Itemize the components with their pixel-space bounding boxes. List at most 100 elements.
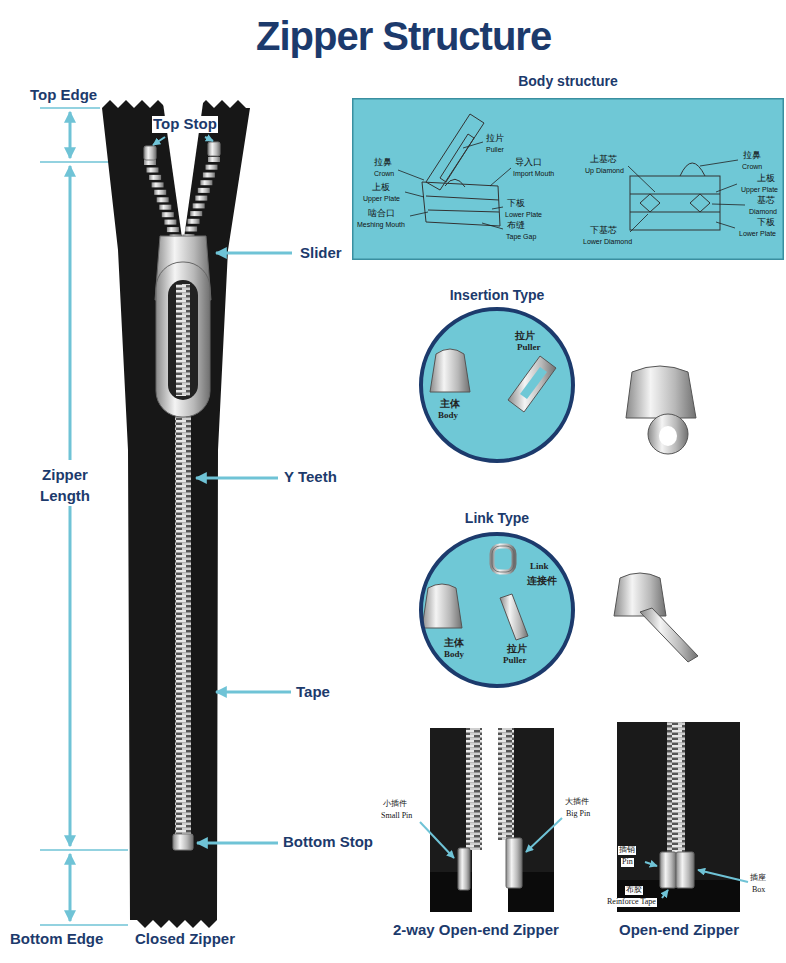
panel-fill [352, 98, 784, 260]
zipper-tape [102, 100, 250, 928]
node-outline [412, 307, 582, 466]
part-label: Puller [486, 146, 504, 154]
part-label: Lower Diamond [583, 238, 632, 246]
part-label: Link [530, 562, 549, 572]
callout-arrows [153, 137, 292, 843]
puller-hole [168, 280, 198, 400]
leader-lines [398, 142, 745, 232]
zipper-tooth [188, 219, 200, 224]
part-label: Pin [621, 858, 634, 867]
dimension-lines [40, 108, 128, 925]
zipper-tooth [159, 205, 171, 210]
part-label: Slider [300, 245, 342, 262]
top-stop [144, 146, 156, 160]
node-outline [412, 532, 582, 690]
part-label: Body [444, 650, 464, 660]
zipper-tooth [147, 168, 159, 173]
body-structure-panel: Body structure [352, 74, 784, 260]
node-outline [352, 98, 784, 260]
part-label: Top Edge [30, 87, 97, 104]
part-label: Tape [296, 684, 330, 701]
zipper-tooth [157, 197, 169, 202]
part-label: Tape Gap [506, 233, 536, 241]
zipper-teeth [176, 284, 190, 396]
part-label: 拉片 [486, 134, 504, 144]
part-label: 上基芯 [590, 155, 617, 165]
part-label: Bottom Edge [10, 931, 103, 948]
zipper-tooth [206, 165, 218, 170]
section-heading: Link Type [412, 511, 582, 526]
zipper-tooth [144, 160, 156, 165]
part-label: Upper Plate [741, 186, 778, 194]
part-label: 上板 [372, 183, 390, 193]
zipper-tooth [164, 220, 176, 225]
zipper-tooth [154, 190, 166, 195]
link-slider [422, 546, 698, 662]
part-label: Zipper Length [34, 464, 96, 506]
part-label: 布缝 [507, 221, 525, 231]
part-label: Diamond [749, 208, 777, 216]
part-label: 大插件 [565, 798, 589, 807]
part-label: Puller [503, 656, 527, 666]
part-label: Puller [517, 343, 541, 353]
zipper-tooth [149, 175, 161, 180]
zipper-tooth [167, 227, 179, 232]
slider-sketch [422, 114, 720, 230]
circle-border [421, 309, 573, 461]
section-heading: Insertion Type [412, 288, 582, 303]
circle-border [421, 534, 573, 686]
closed-zipper [102, 96, 250, 928]
part-label: 插销 [618, 846, 636, 855]
part-label: Small Pin [381, 812, 412, 821]
part-label: Y Teeth [284, 469, 337, 486]
callout-arrows [420, 818, 748, 898]
part-label: 小插件 [383, 800, 407, 809]
part-label: Upper Plate [363, 195, 400, 203]
part-label: Open-end Zipper [619, 922, 739, 939]
part-label: Reinforce Tape [606, 898, 657, 907]
zipper-tooth [185, 227, 197, 232]
part-label: 导入口 [515, 158, 542, 168]
open-end-zipper [617, 722, 740, 912]
part-label: 拉片 [515, 330, 535, 341]
zipper-tooth [208, 157, 220, 162]
part-label: Lower Plate [739, 230, 776, 238]
part-label: Big Pin [566, 810, 590, 819]
part-label: 拉片 [507, 643, 527, 654]
part-label: 下基芯 [590, 226, 617, 236]
zipper-teeth [175, 245, 191, 837]
zipper-tooth [203, 173, 215, 178]
part-label: 基芯 [757, 196, 775, 206]
section-heading: Body structure [352, 74, 784, 89]
part-label: 拉鼻 [374, 158, 392, 168]
part-label: 布胶 [625, 886, 643, 895]
zipper-tooth [200, 180, 212, 185]
part-label: 上板 [757, 174, 775, 184]
part-label: 下板 [757, 218, 775, 228]
panel-border [353, 99, 784, 260]
title: Zipper Structure [256, 14, 551, 58]
part-label: 主体 [440, 398, 460, 409]
part-label: Box [752, 886, 765, 895]
part-label: Lower Plate [505, 211, 542, 219]
part-label: Crown [374, 170, 394, 178]
bottom-stop [173, 834, 193, 850]
link-type-circle: Link Type [412, 511, 582, 690]
zipper-teeth [144, 157, 220, 247]
part-label: 拉鼻 [743, 151, 761, 161]
zipper-tooth [193, 203, 205, 208]
part-label: Top Stop [152, 116, 218, 133]
two-way-open-end-zipper [430, 728, 554, 912]
part-label: 2-way Open-end Zipper [393, 922, 559, 939]
part-label: Import Mouth [513, 170, 554, 178]
slider-puller [156, 262, 210, 417]
part-label: Crown [742, 163, 762, 171]
zipper-tooth [195, 196, 207, 201]
insertion-slider [430, 349, 696, 454]
part-label: Meshing Mouth [357, 221, 405, 229]
zipper-tooth [152, 182, 164, 187]
circle-fill [421, 309, 573, 461]
part-label: Body [438, 411, 458, 421]
zipper-tooth [162, 212, 174, 217]
